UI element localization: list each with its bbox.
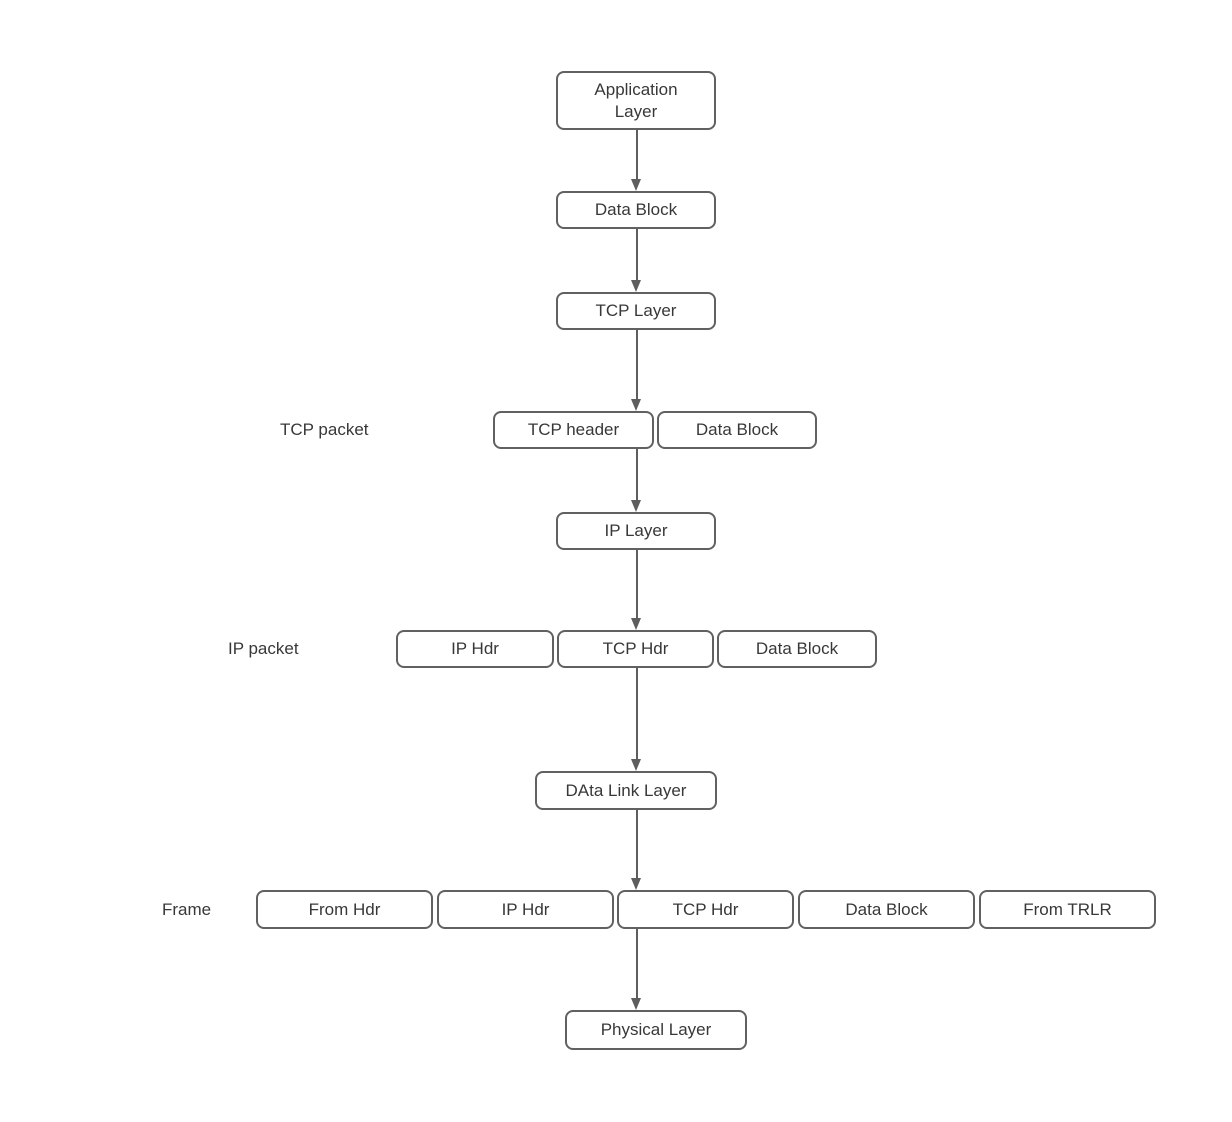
arrow-line: [635, 810, 638, 878]
caption-tcp-packet: TCP packet: [280, 420, 369, 439]
arrow-line: [635, 550, 638, 618]
arrow-ippacket-to-datalink: [631, 668, 642, 771]
arrow-iplayer-to-ippacket: [631, 550, 642, 630]
arrowhead-down-icon: [631, 878, 641, 890]
node-tcp-layer: TCP Layer: [556, 292, 716, 330]
arrowhead-down-icon: [631, 179, 641, 191]
node-data-block-tcp-packet: Data Block: [657, 411, 817, 449]
arrowhead-down-icon: [631, 759, 641, 771]
arrowhead-down-icon: [631, 280, 641, 292]
arrow-datablock-to-tcplayer: [631, 229, 642, 292]
node-data-block-ip-packet: Data Block: [717, 630, 877, 668]
node-tcp-hdr-ip-packet: TCP Hdr: [557, 630, 714, 668]
arrow-tcppacket-to-iplayer: [631, 449, 642, 512]
node-ip-hdr-frame: IP Hdr: [437, 890, 614, 929]
arrow-datalink-to-frame: [631, 810, 642, 890]
node-tcp-hdr-frame: TCP Hdr: [617, 890, 794, 929]
arrowhead-down-icon: [631, 500, 641, 512]
arrow-line: [635, 929, 638, 998]
arrow-tcplayer-to-tcppacket: [631, 330, 642, 411]
node-application-layer: Application Layer: [556, 71, 716, 130]
node-from-hdr: From Hdr: [256, 890, 433, 929]
arrow-line: [635, 668, 638, 759]
arrowhead-down-icon: [631, 618, 641, 630]
arrow-line: [635, 330, 638, 399]
node-data-block-application: Data Block: [556, 191, 716, 229]
arrow-line: [635, 449, 638, 500]
node-ip-layer: IP Layer: [556, 512, 716, 550]
node-data-block-frame: Data Block: [798, 890, 975, 929]
node-from-trlr: From TRLR: [979, 890, 1156, 929]
node-tcp-header: TCP header: [493, 411, 654, 449]
arrow-application-to-datablock: [631, 130, 642, 191]
arrow-frame-to-physical: [631, 929, 642, 1010]
node-physical-layer: Physical Layer: [565, 1010, 747, 1050]
caption-ip-packet: IP packet: [228, 639, 299, 658]
arrow-line: [635, 229, 638, 280]
node-ip-hdr-ip-packet: IP Hdr: [396, 630, 554, 668]
arrowhead-down-icon: [631, 998, 641, 1010]
arrow-line: [635, 130, 638, 179]
caption-frame: Frame: [162, 900, 212, 919]
node-data-link-layer: DAta Link Layer: [535, 771, 717, 810]
arrowhead-down-icon: [631, 399, 641, 411]
